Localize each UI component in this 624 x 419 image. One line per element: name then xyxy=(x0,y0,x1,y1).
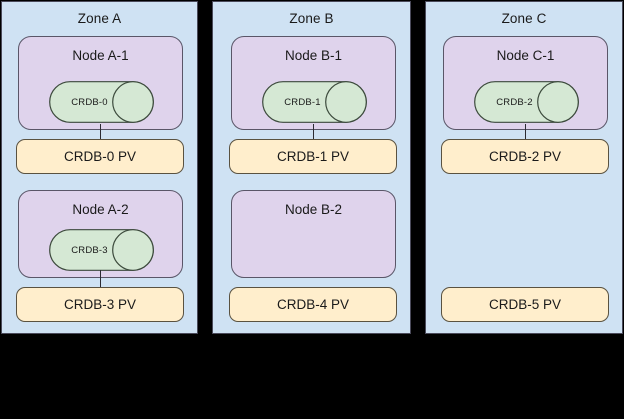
connector-crdb-0-to-pv xyxy=(100,124,101,140)
crdb-0-cylinder[interactable]: CRDB-0 xyxy=(49,81,154,123)
node-b-1-label: Node B-1 xyxy=(284,48,343,63)
zone-a-label: Zone A xyxy=(77,11,122,26)
zone-c-container[interactable]: Zone C Node C-1 CRDB-2 CRDB-2 PV CRDB-5 … xyxy=(425,1,623,334)
crdb-2-cylinder[interactable]: CRDB-2 xyxy=(474,81,579,123)
node-a-2-label: Node A-2 xyxy=(72,202,129,217)
crdb-3-cylinder[interactable]: CRDB-3 xyxy=(49,229,154,271)
pv-crdb-2-box[interactable]: CRDB-2 PV xyxy=(441,139,609,174)
pv-crdb-3-box[interactable]: CRDB-3 PV xyxy=(16,287,184,322)
pv-crdb-5-label: CRDB-5 PV xyxy=(488,297,561,312)
crdb-2-label: CRDB-2 xyxy=(496,96,533,108)
pv-crdb-1-box[interactable]: CRDB-1 PV xyxy=(229,139,397,174)
node-b-2-box[interactable]: Node B-2 xyxy=(231,190,396,278)
pv-crdb-0-label: CRDB-0 PV xyxy=(63,149,136,164)
zone-a-container[interactable]: Zone A Node A-1 CRDB-0 CRDB-0 PV Node A-… xyxy=(1,1,198,334)
zone-b-label: Zone B xyxy=(289,11,334,26)
crdb-3-label: CRDB-3 xyxy=(71,244,108,256)
pv-crdb-3-label: CRDB-3 PV xyxy=(63,297,136,312)
pv-crdb-2-label: CRDB-2 PV xyxy=(488,149,561,164)
crdb-1-label: CRDB-1 xyxy=(284,96,321,108)
crdb-1-cylinder[interactable]: CRDB-1 xyxy=(262,81,367,123)
pv-crdb-5-box[interactable]: CRDB-5 PV xyxy=(441,287,609,322)
node-a-2-box[interactable]: Node A-2 CRDB-3 xyxy=(18,190,183,278)
crdb-0-label: CRDB-0 xyxy=(71,96,108,108)
connector-crdb-3-to-pv xyxy=(100,270,101,288)
zone-b-container[interactable]: Zone B Node B-1 CRDB-1 CRDB-1 PV Node B-… xyxy=(212,1,411,334)
pv-crdb-4-box[interactable]: CRDB-4 PV xyxy=(229,287,397,322)
node-c-1-label: Node C-1 xyxy=(496,48,555,63)
node-a-1-box[interactable]: Node A-1 CRDB-0 xyxy=(18,36,183,130)
node-b-1-box[interactable]: Node B-1 CRDB-1 xyxy=(231,36,396,130)
pv-crdb-1-label: CRDB-1 PV xyxy=(276,149,349,164)
connector-crdb-1-to-pv xyxy=(313,124,314,140)
pv-crdb-4-label: CRDB-4 PV xyxy=(276,297,349,312)
pv-crdb-0-box[interactable]: CRDB-0 PV xyxy=(16,139,184,174)
node-b-2-label: Node B-2 xyxy=(284,202,343,217)
node-a-1-label: Node A-1 xyxy=(72,48,129,63)
node-c-1-box[interactable]: Node C-1 CRDB-2 xyxy=(443,36,608,130)
zone-c-label: Zone C xyxy=(501,11,547,26)
connector-crdb-2-to-pv xyxy=(525,124,526,140)
